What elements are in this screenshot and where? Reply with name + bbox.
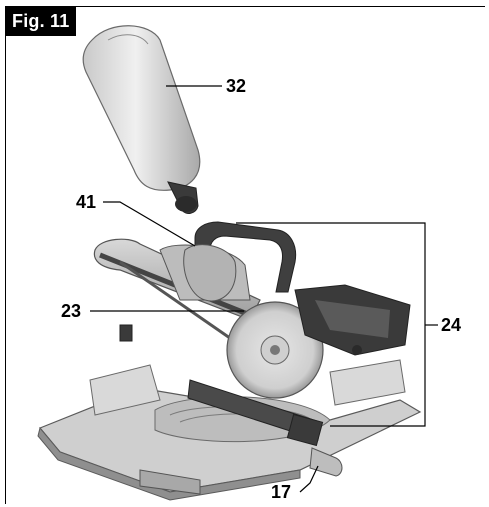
handle-knob (309, 447, 343, 477)
callout-32: 32 (226, 76, 247, 96)
figure-label: Fig. 11 (5, 6, 76, 36)
callout-41: 41 (76, 192, 97, 212)
saw-base (37, 359, 422, 501)
callout-leaders (90, 85, 438, 493)
saw-handle (183, 221, 297, 302)
figure-frame-top (5, 6, 485, 7)
blade-guard (226, 301, 324, 399)
callout-23: 23 (61, 301, 82, 321)
saw-fence (187, 379, 324, 447)
dust-bag (82, 25, 201, 214)
callout-24: 24 (441, 315, 462, 335)
bevel-knob (119, 324, 133, 342)
figure-frame-left (5, 6, 6, 504)
callout-17: 17 (271, 482, 292, 502)
motor-housing (294, 284, 411, 356)
